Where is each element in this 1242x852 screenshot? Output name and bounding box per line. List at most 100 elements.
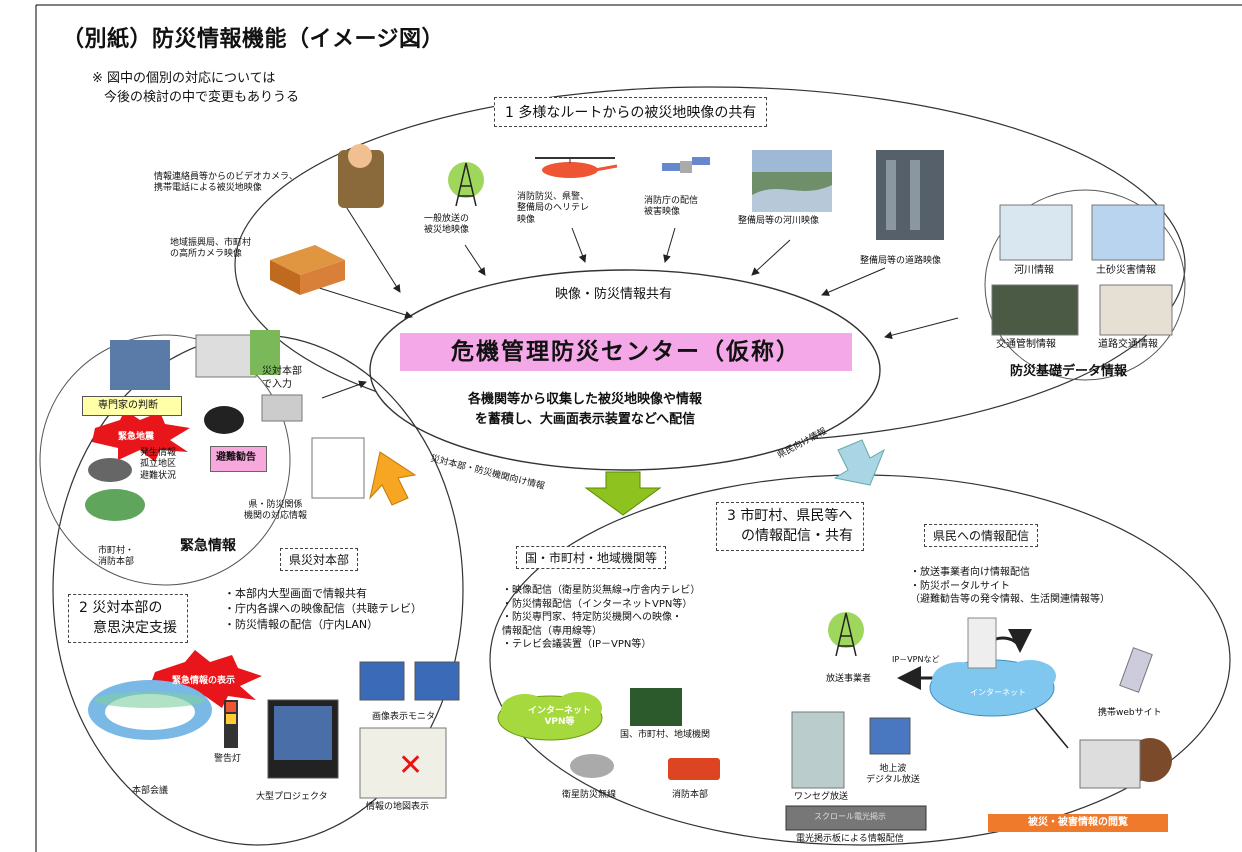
hq-features: ・本部内大型画面で情報共有 ・庁内各課への映像配信（共聴テレビ） ・防災情報の配… bbox=[224, 586, 422, 632]
burst-2 bbox=[150, 650, 262, 708]
nations-title: 国・市町村・地域機関等 bbox=[516, 546, 667, 569]
shared-label: 映像・防災情報共有 bbox=[555, 287, 673, 302]
board-label: 電光掲示板による情報配信 bbox=[796, 834, 904, 844]
expert-label-box bbox=[82, 396, 182, 416]
nations-item-1: ・映像配信（衛星防災無線→庁舎内テレビ） bbox=[502, 585, 701, 596]
source-heli-line1: 消防防災、県警、 bbox=[517, 192, 590, 202]
note-line-1: ※ 図中の個別の対応については bbox=[92, 71, 276, 86]
source-satellite-line2: 被害映像 bbox=[644, 207, 681, 218]
oneseg-label: ワンセグ放送 bbox=[794, 792, 849, 802]
public-items: ・放送事業者向け情報配信 ・防災ポータルサイト （避難勧告等の発令情報、生活関連… bbox=[910, 566, 1110, 607]
basedata-ellipse bbox=[984, 189, 1186, 381]
hq-input: 災対本部 で入力 bbox=[262, 366, 302, 391]
source-broadcast-line2: 被災地映像 bbox=[424, 225, 470, 236]
basedata-item-sediment: 土砂災害情報 bbox=[1096, 265, 1156, 276]
expert-label: 専門家の判断 bbox=[98, 400, 158, 411]
emergency-burst bbox=[92, 410, 190, 462]
board-screen-text: スクロール電光掲示 bbox=[814, 812, 886, 821]
basedata-title: 防災基礎データ情報 bbox=[1010, 364, 1128, 379]
section3-heading: 3 市町村、県民等へ の情報配信・共有 bbox=[716, 502, 864, 552]
public-item-2: ・防災ポータルサイト bbox=[910, 580, 1010, 592]
broadcaster-label: 放送事業者 bbox=[826, 674, 872, 684]
source-video-camera: 情報連絡員等からのビデオカメラ、 携帯電話による被災地映像 bbox=[154, 172, 298, 195]
nations-item-4: 情報配信（専用線等） bbox=[502, 625, 602, 637]
meeting-label: 本部会議 bbox=[132, 786, 169, 796]
public-item-1: ・放送事業者向け情報配信 bbox=[910, 567, 1030, 578]
internet-label: インターネット bbox=[970, 688, 1026, 697]
hq-feature-1: ・本部内大型画面で情報共有 bbox=[224, 587, 367, 600]
projector-label: 大型プロジェクタ bbox=[256, 792, 328, 802]
source-satellite-line1: 消防庁の配信 bbox=[644, 196, 699, 206]
public-item-3: （避難勧告等の発令情報、生活関連情報等） bbox=[910, 594, 1110, 605]
basedata-item-river: 河川情報 bbox=[1014, 265, 1054, 276]
satellite-radio-label: 衛星防災無線 bbox=[562, 790, 617, 800]
public-title: 県民への情報配信 bbox=[924, 524, 1039, 547]
monitor-label: 画像表示モニタ bbox=[372, 712, 436, 722]
source-heli: 消防防災、県警、 整備局のヘリテレ 映像 bbox=[517, 192, 589, 226]
section3-heading-line1: 3 市町村、県民等へ bbox=[727, 508, 853, 524]
response-info-line2: 機関の対応情報 bbox=[244, 511, 308, 522]
emergency-burst-label: 緊急地震 bbox=[118, 432, 155, 442]
fire-dept-label: 消防本部 bbox=[672, 790, 709, 800]
basedata-item-traffic-control: 交通管制情報 bbox=[996, 339, 1056, 350]
nations-arrow-shape bbox=[584, 471, 662, 516]
section2-heading-line2: 意思決定支援 bbox=[93, 619, 177, 636]
source-satellite: 消防庁の配信 被害映像 bbox=[644, 196, 698, 219]
situation-info: 発生情報 孤立地区 避難状況 bbox=[140, 448, 176, 482]
source-video-camera-line1: 情報連絡員等からのビデオカメラ、 bbox=[154, 172, 298, 182]
burst2-label: 緊急情報の表示 bbox=[172, 676, 236, 686]
municipal-label-line2: 消防本部 bbox=[98, 557, 135, 568]
ipvpn-label: IP－VPNなど bbox=[892, 655, 940, 664]
vpn-label-line2: VPN等 bbox=[544, 717, 575, 728]
source-road: 整備局等の道路映像 bbox=[860, 256, 942, 266]
source-heli-line3: 映像 bbox=[517, 214, 536, 225]
hq-input-line1: 災対本部 bbox=[262, 366, 302, 377]
source-heli-line2: 整備局のヘリテレ bbox=[517, 203, 590, 214]
hq-feature-3: ・防災情報の配信（庁内LAN） bbox=[224, 617, 379, 631]
source-high-camera-line2: の高所カメラ映像 bbox=[170, 249, 243, 260]
source-video-camera-line2: 携帯電話による被災地映像 bbox=[154, 183, 262, 194]
source-broadcast: 一般放送の 被災地映像 bbox=[424, 214, 469, 237]
svg-text:✕: ✕ bbox=[398, 748, 423, 783]
page-title: （別紙）防災情報機能（イメージ図） bbox=[62, 27, 445, 52]
vpn-label: インターネット VPN等 bbox=[528, 706, 591, 729]
emergency-info-label: 緊急情報 bbox=[180, 538, 236, 554]
view-banner: 被災・被害情報の閲覧 bbox=[988, 814, 1168, 832]
municipal-label: 市町村・ 消防本部 bbox=[98, 546, 134, 569]
map-label: 情報の地図表示 bbox=[366, 802, 430, 812]
hq-input-line2: で入力 bbox=[262, 378, 292, 390]
evacuation-label: 避難勧告 bbox=[216, 452, 256, 463]
hq-feature-2: ・庁内各課への映像配信（共聴テレビ） bbox=[224, 602, 422, 616]
public-arrow-shape bbox=[833, 439, 885, 486]
note: ※ 図中の個別の対応については 今後の検討の中で変更もありうる bbox=[92, 70, 299, 108]
agencies-label: 国、市町村、地域機関 bbox=[620, 730, 711, 740]
center-desc-line2: を蓄積し、大画面表示装置などへ配信 bbox=[474, 411, 696, 427]
evacuation-box bbox=[210, 446, 267, 472]
source-broadcast-line1: 一般放送の bbox=[424, 214, 470, 224]
section2-heading: 2 災対本部の 意思決定支援 bbox=[68, 594, 188, 644]
response-info-line1: 県・防災関係 bbox=[248, 500, 303, 510]
section1-heading: 1 多様なルートからの被災地映像の共有 bbox=[494, 97, 768, 127]
situation-info-line2: 孤立地区 bbox=[140, 459, 177, 470]
nations-item-5: ・テレビ会議装置（IP－VPN等） bbox=[502, 639, 652, 650]
center-desc-line1: 各機関等から収集した被災地映像や情報 bbox=[468, 392, 703, 407]
response-info: 県・防災関係 機関の対応情報 bbox=[244, 500, 307, 523]
terrestrial-label: 地上波 デジタル放送 bbox=[866, 764, 920, 787]
hq-label: 県災対本部 bbox=[280, 548, 359, 571]
hq-inner-ellipse bbox=[39, 334, 291, 586]
section2-heading-line1: 2 災対本部の bbox=[79, 600, 163, 616]
situation-info-line1: 発生情報 bbox=[140, 448, 177, 458]
nations-items: ・映像配信（衛星防災無線→庁舎内テレビ） ・防災情報配信（インターネットVPN等… bbox=[502, 584, 700, 652]
basedata-item-road-traffic: 道路交通情報 bbox=[1098, 339, 1158, 350]
source-high-camera: 地域振興局、市町村 の高所カメラ映像 bbox=[170, 238, 251, 261]
vpn-label-line1: インターネット bbox=[528, 706, 592, 716]
terrestrial-label-line1: 地上波 bbox=[879, 764, 907, 774]
mobile-label: 携帯webサイト bbox=[1098, 708, 1162, 718]
municipal-label-line1: 市町村・ bbox=[98, 546, 135, 556]
source-high-camera-line1: 地域振興局、市町村 bbox=[170, 238, 252, 248]
situation-info-line3: 避難状況 bbox=[140, 470, 177, 481]
terrestrial-label-line2: デジタル放送 bbox=[866, 775, 920, 786]
source-river: 整備局等の河川映像 bbox=[738, 216, 820, 226]
